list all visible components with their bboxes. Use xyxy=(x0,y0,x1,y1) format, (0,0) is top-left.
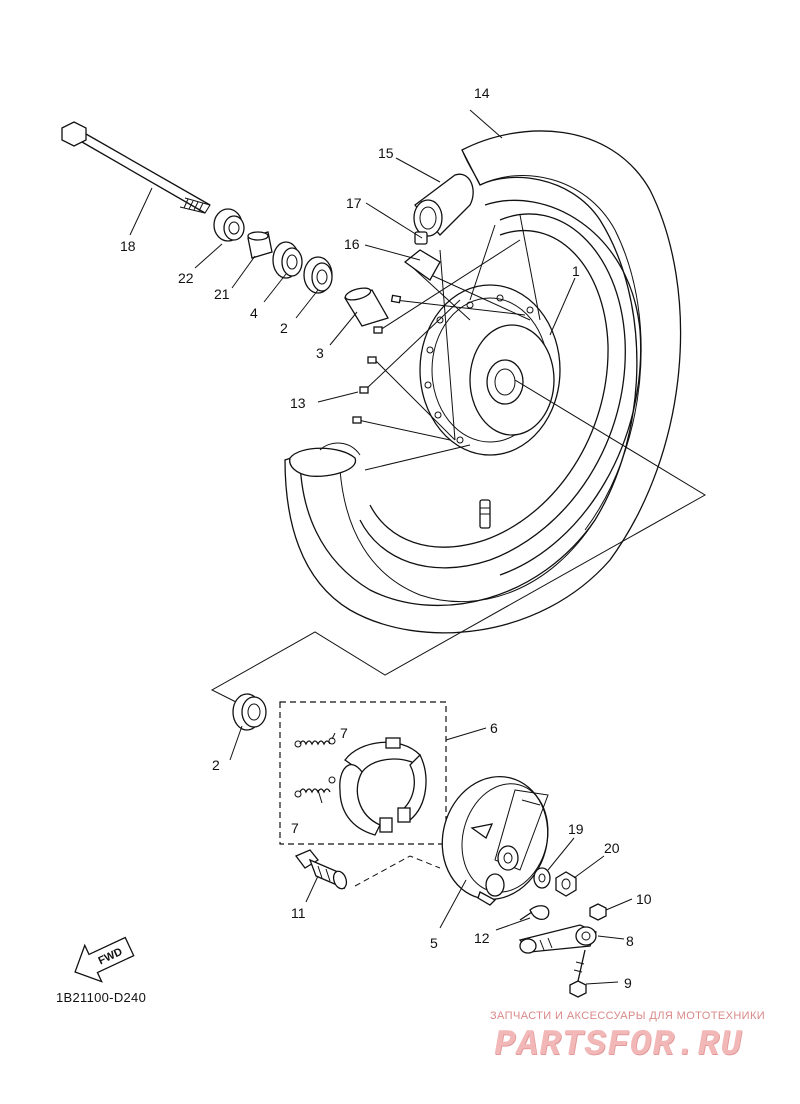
valve-cap xyxy=(414,231,428,245)
callout-11: 11 xyxy=(291,905,306,921)
callout-4: 4 xyxy=(250,305,258,321)
leader-lines xyxy=(129,109,633,985)
callout-2-lower: 2 xyxy=(212,757,220,773)
hub-spacer xyxy=(344,287,389,327)
washer xyxy=(533,867,551,889)
diagram-code: 1B21100-D240 xyxy=(56,990,147,1005)
callout-13: 13 xyxy=(290,395,306,411)
tube xyxy=(413,173,474,237)
fwd-arrow-icon: FWD xyxy=(74,936,135,983)
lever-nut xyxy=(589,903,607,921)
brake-shoes xyxy=(339,737,427,836)
spacer xyxy=(247,231,273,259)
watermark-logo: PARTSFOR.RU xyxy=(490,1024,747,1065)
callout-16: 16 xyxy=(344,236,360,252)
callout-7-lower: 7 xyxy=(291,820,299,836)
reference-frame xyxy=(210,379,706,705)
rim xyxy=(359,199,642,576)
callout-1: 1 xyxy=(572,263,580,279)
valve-stem xyxy=(479,499,491,529)
cam-leader-dashed xyxy=(354,855,441,887)
spring-lower xyxy=(294,776,336,798)
callout-labels: 1 2 2 3 4 5 6 7 7 8 9 10 11 12 13 14 15 … xyxy=(120,85,652,991)
callout-22: 22 xyxy=(178,270,194,286)
watermark-tagline: ЗАПЧАСТИ И АКСЕССУАРЫ ДЛЯ МОТОТЕХНИКИ xyxy=(490,1010,766,1022)
callout-21: 21 xyxy=(214,286,230,302)
spokes xyxy=(357,214,541,471)
oil-seal xyxy=(272,241,303,279)
callout-20: 20 xyxy=(604,840,620,856)
callout-9: 9 xyxy=(624,975,632,991)
callout-6: 6 xyxy=(490,720,498,736)
callout-15: 15 xyxy=(378,145,394,161)
spring-upper xyxy=(294,737,336,748)
bearing-upper xyxy=(303,256,333,294)
callout-3: 3 xyxy=(316,345,324,361)
callout-7-upper: 7 xyxy=(340,725,348,741)
wear-indicator xyxy=(519,905,550,921)
brake-shoe-kit-box xyxy=(279,701,447,845)
lever-bolt xyxy=(569,949,587,998)
callout-17: 17 xyxy=(346,195,362,211)
brake-lever xyxy=(518,924,597,954)
brake-cam xyxy=(294,849,348,890)
callout-18: 18 xyxy=(120,238,136,254)
callout-2-upper: 2 xyxy=(280,320,288,336)
collar xyxy=(213,208,245,242)
callout-10: 10 xyxy=(636,891,652,907)
axle-nut xyxy=(555,871,577,897)
valve-nut xyxy=(403,249,441,281)
axle xyxy=(61,121,211,214)
spoke-nipples xyxy=(352,294,402,424)
brake-panel xyxy=(441,775,549,906)
callout-19: 19 xyxy=(568,821,584,837)
tire-lip xyxy=(289,442,361,477)
hub xyxy=(419,284,561,456)
tire xyxy=(284,130,682,634)
callout-14: 14 xyxy=(474,85,490,101)
callout-8: 8 xyxy=(626,933,634,949)
bearing-lower xyxy=(232,693,267,731)
callout-12: 12 xyxy=(474,930,490,946)
callout-5: 5 xyxy=(430,935,438,951)
